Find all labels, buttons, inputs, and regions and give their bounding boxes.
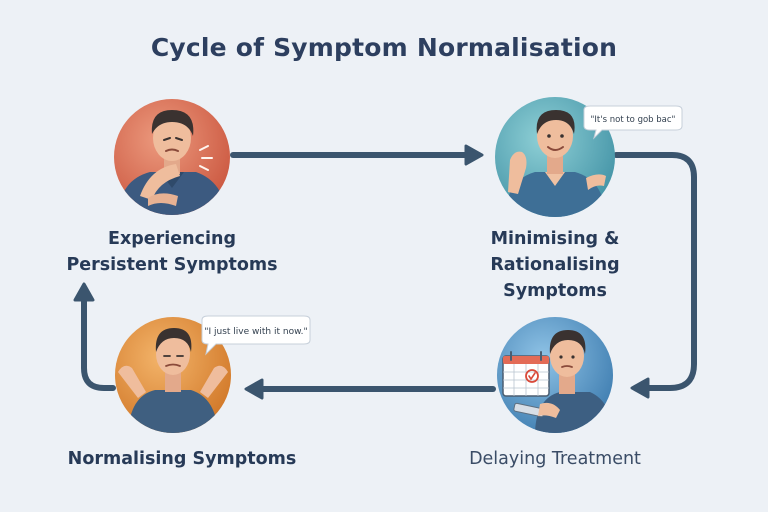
label-experiencing-line1: Experiencing (108, 229, 236, 249)
normalising-speech-text: "I just live with it now." (204, 327, 307, 337)
diagram-title: Cycle of Symptom Normalisation (150, 33, 618, 62)
arrow-normalising-to-experiencing (73, 282, 116, 391)
normalising-speech-bubble: "I just live with it now." (201, 315, 311, 356)
normalising-illustration (115, 317, 231, 433)
label-minimising-line2: Rationalising Symptoms (490, 255, 620, 301)
experiencing-illustration (114, 99, 230, 215)
arrow-delaying-to-normalising (244, 378, 496, 400)
arrow-minimising-to-delaying (613, 152, 697, 399)
arrow-experiencing-to-minimising (230, 144, 484, 166)
label-delaying: Delaying Treatment (450, 446, 660, 472)
label-experiencing-line2: Persistent Symptoms (66, 255, 278, 275)
label-experiencing: Experiencing Persistent Symptoms (62, 226, 282, 278)
label-delaying-text: Delaying Treatment (469, 449, 641, 469)
minimising-speech-bubble: "It's not to gob bac" (583, 105, 683, 140)
minimising-speech-text: "It's not to gob bac" (591, 115, 676, 125)
label-minimising-line1: Minimising & (490, 229, 620, 249)
calendar-icon (502, 351, 550, 397)
label-minimising: Minimising & Rationalising Symptoms (440, 226, 670, 304)
label-normalising: Normalising Symptoms (62, 446, 302, 472)
label-normalising-text: Normalising Symptoms (67, 449, 297, 469)
